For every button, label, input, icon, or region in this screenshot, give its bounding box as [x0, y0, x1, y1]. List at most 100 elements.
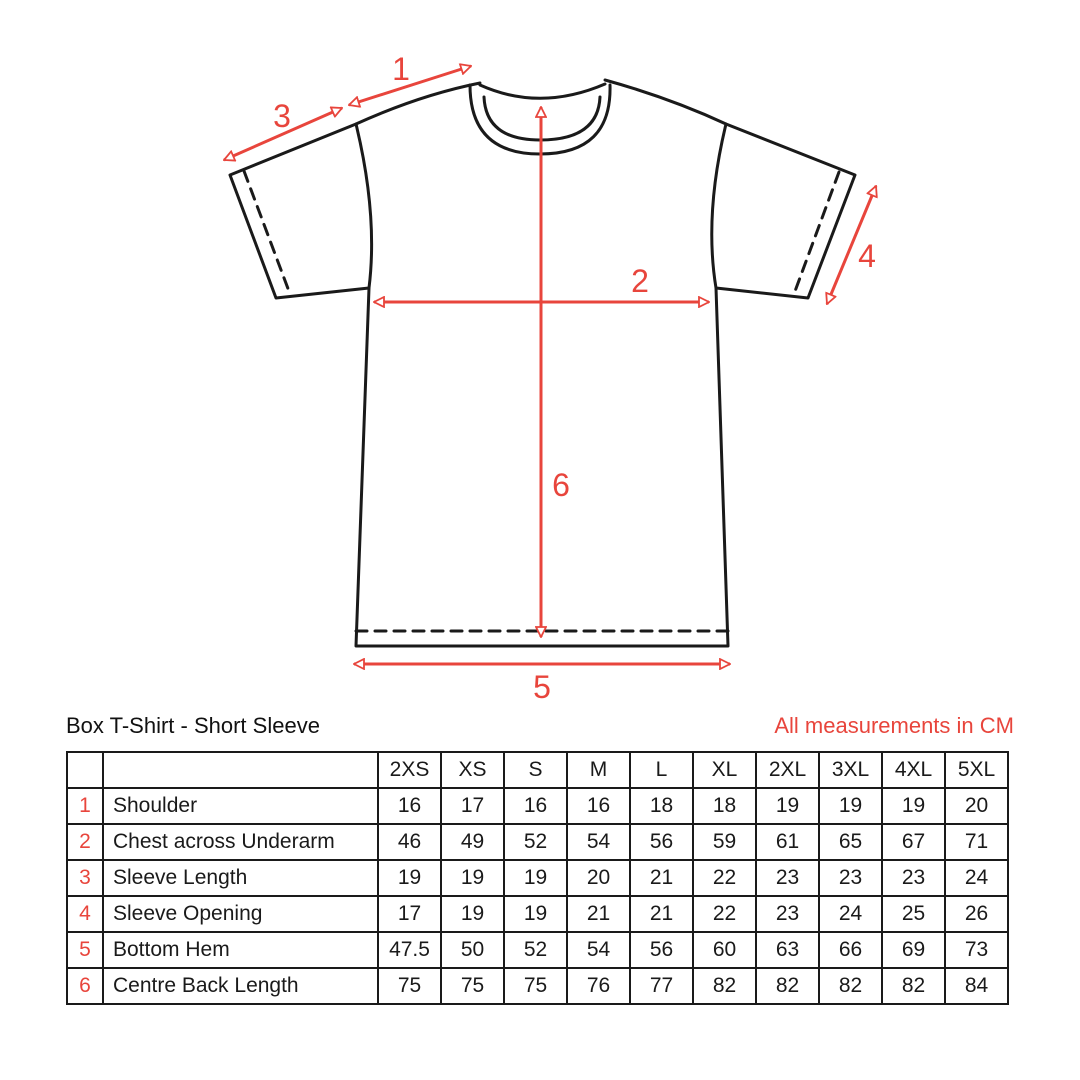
measurement-value: 77 [629, 967, 694, 1005]
collar-inner [478, 82, 607, 100]
size-header: XS [440, 751, 505, 789]
left-sleeve-stitch [242, 169, 292, 296]
size-header: 2XL [755, 751, 820, 789]
size-header: S [503, 751, 568, 789]
measurement-value: 63 [755, 931, 820, 969]
row-number: 5 [66, 931, 104, 969]
measurement-value: 26 [944, 895, 1009, 933]
row-number: 2 [66, 823, 104, 861]
size-header: 4XL [881, 751, 946, 789]
measurement-value: 21 [566, 895, 631, 933]
measurement-value: 82 [881, 967, 946, 1005]
measurement-value: 23 [755, 859, 820, 897]
measurement-value: 19 [755, 787, 820, 825]
measurement-value: 18 [692, 787, 757, 825]
measurement-value: 60 [692, 931, 757, 969]
measurement-arrows [224, 66, 876, 664]
measurement-value: 22 [692, 859, 757, 897]
callout-6: 6 [552, 467, 570, 503]
measurement-value: 20 [944, 787, 1009, 825]
size-header: 2XS [377, 751, 442, 789]
measurement-value: 75 [377, 967, 442, 1005]
callout-1: 1 [392, 51, 410, 87]
measurement-value: 54 [566, 823, 631, 861]
right-sleeve-outline [714, 122, 857, 300]
callout-4: 4 [858, 238, 876, 274]
row-number: 4 [66, 895, 104, 933]
measurement-value: 73 [944, 931, 1009, 969]
measurement-value: 66 [818, 931, 883, 969]
tshirt-measurement-diagram: 1 3 4 2 6 5 [0, 51, 1080, 700]
header-num-cell [66, 751, 104, 789]
row-label: Chest across Underarm [102, 823, 379, 861]
measurement-value: 84 [944, 967, 1009, 1005]
measurement-value: 82 [692, 967, 757, 1005]
row-label: Sleeve Opening [102, 895, 379, 933]
measurement-value: 20 [566, 859, 631, 897]
size-header: 3XL [818, 751, 883, 789]
measurement-value: 52 [503, 931, 568, 969]
arrow-3-sleeve-length [224, 108, 342, 160]
header-label-cell [102, 751, 379, 789]
measurement-value: 52 [503, 823, 568, 861]
measurement-value: 21 [629, 895, 694, 933]
measurement-value: 46 [377, 823, 442, 861]
size-header: L [629, 751, 694, 789]
measurement-value: 24 [944, 859, 1009, 897]
unit-note: All measurements in CM [774, 713, 1014, 738]
row-number: 6 [66, 967, 104, 1005]
measurement-value: 16 [377, 787, 442, 825]
measurement-value: 65 [818, 823, 883, 861]
row-number: 1 [66, 787, 104, 825]
measurement-value: 19 [503, 859, 568, 897]
size-header: 5XL [944, 751, 1009, 789]
measurement-value: 23 [881, 859, 946, 897]
measurement-value: 19 [818, 787, 883, 825]
measurement-value: 59 [692, 823, 757, 861]
measurement-value: 56 [629, 823, 694, 861]
measurement-value: 17 [440, 787, 505, 825]
size-header: M [566, 751, 631, 789]
measurement-value: 23 [755, 895, 820, 933]
row-label: Sleeve Length [102, 859, 379, 897]
measurement-value: 19 [377, 859, 442, 897]
shirt-body-outline [354, 78, 730, 648]
table-title: Box T-Shirt - Short Sleeve [66, 713, 320, 738]
measurement-value: 82 [755, 967, 820, 1005]
measurement-value: 69 [881, 931, 946, 969]
measurement-value: 56 [629, 931, 694, 969]
measurement-value: 76 [566, 967, 631, 1005]
measurement-value: 61 [755, 823, 820, 861]
measurement-value: 75 [440, 967, 505, 1005]
measurement-value: 47.5 [377, 931, 442, 969]
callout-3: 3 [273, 98, 291, 134]
size-header-row: 2XS XS S M L XL 2XL 3XL 4XL 5XL [66, 751, 1009, 789]
measurement-value: 19 [881, 787, 946, 825]
row-label: Centre Back Length [102, 967, 379, 1005]
measurement-value: 18 [629, 787, 694, 825]
measurement-value: 54 [566, 931, 631, 969]
measurement-value: 67 [881, 823, 946, 861]
measurement-value: 75 [503, 967, 568, 1005]
measurement-value: 17 [377, 895, 442, 933]
left-sleeve-outline [228, 122, 371, 300]
measurement-value: 19 [440, 859, 505, 897]
measurement-value: 25 [881, 895, 946, 933]
arrow-4-sleeve-opening [827, 186, 876, 304]
row-label: Bottom Hem [102, 931, 379, 969]
measurement-value: 49 [440, 823, 505, 861]
measurement-value: 16 [503, 787, 568, 825]
callout-2: 2 [631, 263, 649, 299]
measurement-value: 23 [818, 859, 883, 897]
callout-5: 5 [533, 669, 551, 700]
row-label: Shoulder [102, 787, 379, 825]
row-number: 3 [66, 859, 104, 897]
arrow-1-shoulder [349, 66, 471, 105]
measurement-value: 22 [692, 895, 757, 933]
